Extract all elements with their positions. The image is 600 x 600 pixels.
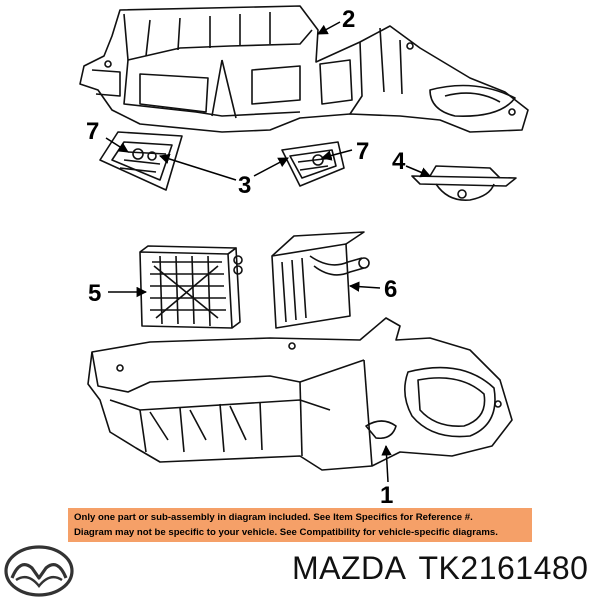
- part-2-upper-housing: [79, 5, 529, 133]
- part-5-evaporator-core: [139, 245, 243, 329]
- callout-1: 1: [380, 482, 394, 509]
- leader-7b: [320, 149, 353, 161]
- brand-line: MAZDA TK2161480: [292, 552, 588, 584]
- leader-2: [317, 21, 341, 35]
- brand-name: MAZDA: [292, 550, 407, 586]
- callout-4: 4: [392, 148, 406, 175]
- leader-3a: [158, 153, 237, 181]
- part-3-right-duct: [281, 141, 345, 187]
- leader-7a: [105, 137, 129, 153]
- leader-6: [348, 281, 381, 292]
- leader-1: [381, 444, 392, 483]
- callout-7-left: 7: [86, 118, 100, 145]
- notice-line-1: Only one part or sub-assembly in diagram…: [74, 512, 473, 523]
- leader-4: [405, 165, 431, 178]
- callout-7-right: 7: [356, 138, 370, 165]
- part-3-left-duct: [99, 131, 183, 191]
- callout-6: 6: [384, 276, 398, 303]
- part-number: TK2161480: [418, 550, 589, 586]
- diagram-notice: Only one part or sub-assembly in diagram…: [68, 508, 532, 542]
- callout-3: 3: [238, 172, 252, 199]
- mazda-logo-icon: [4, 545, 74, 597]
- callout-5: 5: [88, 280, 102, 307]
- part-1-lower-housing: [87, 317, 513, 471]
- part-6-heater-core: [271, 231, 370, 329]
- notice-line-2: Diagram may not be specific to your vehi…: [74, 527, 498, 538]
- callout-2: 2: [342, 6, 356, 33]
- leader-3b: [253, 157, 289, 177]
- part-4-blower: [411, 165, 517, 201]
